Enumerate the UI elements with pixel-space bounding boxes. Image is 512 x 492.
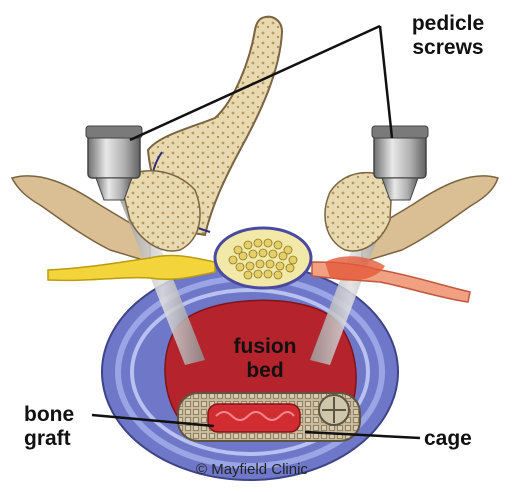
label-cage: cage (424, 427, 472, 451)
label-bone-graft: bone graft (24, 403, 104, 451)
label-pedicle: pedicle (398, 12, 498, 36)
copyright-notice: © Mayfield Clinic (196, 461, 308, 478)
label-bed: bed (220, 359, 310, 383)
leader-line-screws-right (380, 26, 392, 138)
label-graft: graft (24, 427, 104, 451)
label-fusion-bed: fusion bed (220, 335, 310, 383)
label-bone: bone (24, 403, 104, 427)
label-pedicle-screws: pedicle screws (398, 12, 498, 60)
left-nerve-root (48, 255, 215, 280)
bone-graft-window (208, 404, 300, 432)
label-fusion: fusion (220, 335, 310, 359)
label-screws: screws (398, 36, 498, 60)
